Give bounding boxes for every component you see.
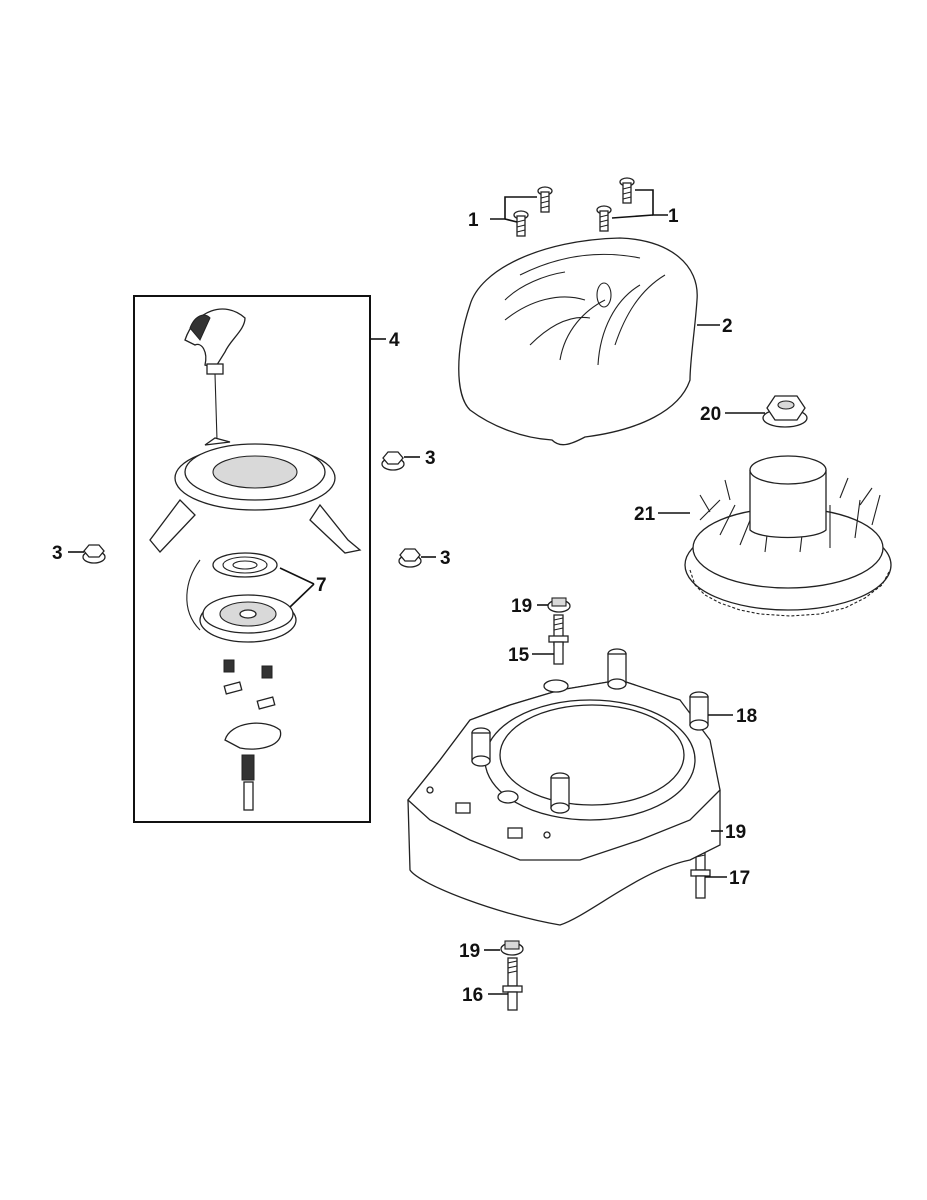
- callout-3-lower: 3: [440, 548, 451, 569]
- flange-nut-left: [82, 544, 106, 564]
- callout-16: 16: [462, 985, 483, 1006]
- housing-boss-4: [471, 727, 491, 767]
- stud-15: [548, 614, 569, 665]
- callout-18: 18: [736, 706, 757, 727]
- housing-boss-2: [689, 691, 709, 731]
- callout-19-right: 19: [725, 822, 746, 843]
- callout-15: 15: [508, 645, 530, 666]
- housing-boss-1: [607, 648, 627, 690]
- callout-4: 4: [389, 330, 400, 351]
- callout-labels: 1 1 2 4 3 3 3 7 20 21 19 15 18 19 17 19 …: [52, 206, 757, 1006]
- callout-1-left: 1: [468, 210, 479, 231]
- callout-7: 7: [316, 575, 327, 596]
- blower-cover: [458, 237, 698, 446]
- screw-1-upper-right: [619, 177, 635, 204]
- flange-nut-right-lower: [398, 548, 422, 568]
- callout-3-left: 3: [52, 543, 63, 564]
- screw-parts: [513, 177, 635, 237]
- callout-17: 17: [729, 868, 750, 889]
- callout-3-upper: 3: [425, 448, 436, 469]
- spacer-19-upper: [547, 597, 571, 613]
- housing-boss-3: [550, 772, 570, 814]
- starter-assembly-box: [133, 295, 371, 823]
- callout-1-right: 1: [668, 206, 679, 227]
- callout-19-upper: 19: [511, 596, 532, 617]
- blower-housing-base: [407, 648, 721, 926]
- leader-lines: [68, 189, 765, 995]
- callout-2: 2: [722, 316, 733, 337]
- spacer-19-lower: [500, 940, 524, 956]
- flywheel: [684, 455, 892, 617]
- callout-19-lower: 19: [459, 941, 480, 962]
- callout-21: 21: [634, 504, 656, 525]
- screw-1-upper-left: [537, 186, 553, 213]
- screw-1-lower-left: [513, 210, 529, 237]
- screw-1-lower-right: [596, 205, 612, 232]
- flywheel-nut: [762, 395, 808, 428]
- flange-nut-right-upper: [381, 451, 405, 471]
- recoil-starter-assembly: [149, 308, 362, 811]
- callout-20: 20: [700, 404, 721, 425]
- stud-16: [502, 957, 523, 1011]
